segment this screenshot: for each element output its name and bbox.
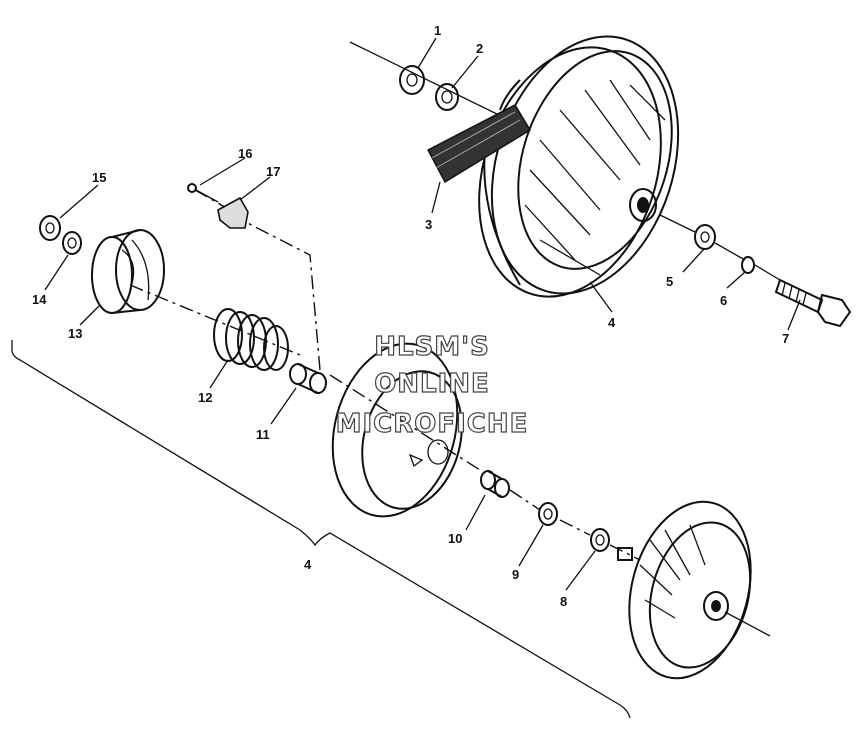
callout-4-upper: 4 [608,315,616,330]
fixed-sheave [617,500,752,680]
callout-3: 3 [425,217,432,232]
bushing-10 [480,470,510,498]
callout-9: 9 [512,567,519,582]
bolt-7 [774,278,852,328]
callout-17: 17 [266,164,280,179]
callout-15: 15 [92,170,106,185]
callout-12: 12 [198,390,212,405]
washer-5 [694,224,716,250]
lock-washer-6 [741,256,755,274]
callout-13: 13 [68,326,82,341]
callout-1: 1 [434,23,441,38]
screw-16 [187,183,219,203]
callout-7: 7 [782,331,789,346]
callout-11: 11 [256,427,270,442]
watermark-line-3: MICROFICHE [336,409,529,439]
watermark-line-1: HLSM'S [374,332,490,362]
callout-14: 14 [32,292,47,307]
belt-segment [426,104,532,184]
washer-9 [538,502,558,526]
nut-15 [39,215,61,241]
bushing-11 [289,363,327,394]
spring-12 [213,308,289,371]
callout-5: 5 [666,274,673,289]
callout-10: 10 [448,531,462,546]
weight-17 [217,196,249,229]
watermark: HLSM'S ONLINE MICROFICHE [335,331,529,439]
callout-4-lower: 4 [304,557,312,572]
washer-2 [435,83,459,111]
callout-6: 6 [720,293,727,308]
bearing-1 [399,65,425,95]
callouts: 1 2 3 4 5 6 7 4 8 9 10 11 12 13 14 15 16… [32,23,789,609]
callout-16: 16 [238,146,252,161]
washer-14 [62,231,82,255]
leader-lines [44,37,801,591]
washer-8 [590,528,610,552]
watermark-line-2: ONLINE [374,369,490,399]
callout-8: 8 [560,594,567,609]
assembly-bracket [11,340,631,719]
movable-sheave [331,342,463,518]
callout-2: 2 [476,41,483,56]
cam-13 [91,229,165,314]
